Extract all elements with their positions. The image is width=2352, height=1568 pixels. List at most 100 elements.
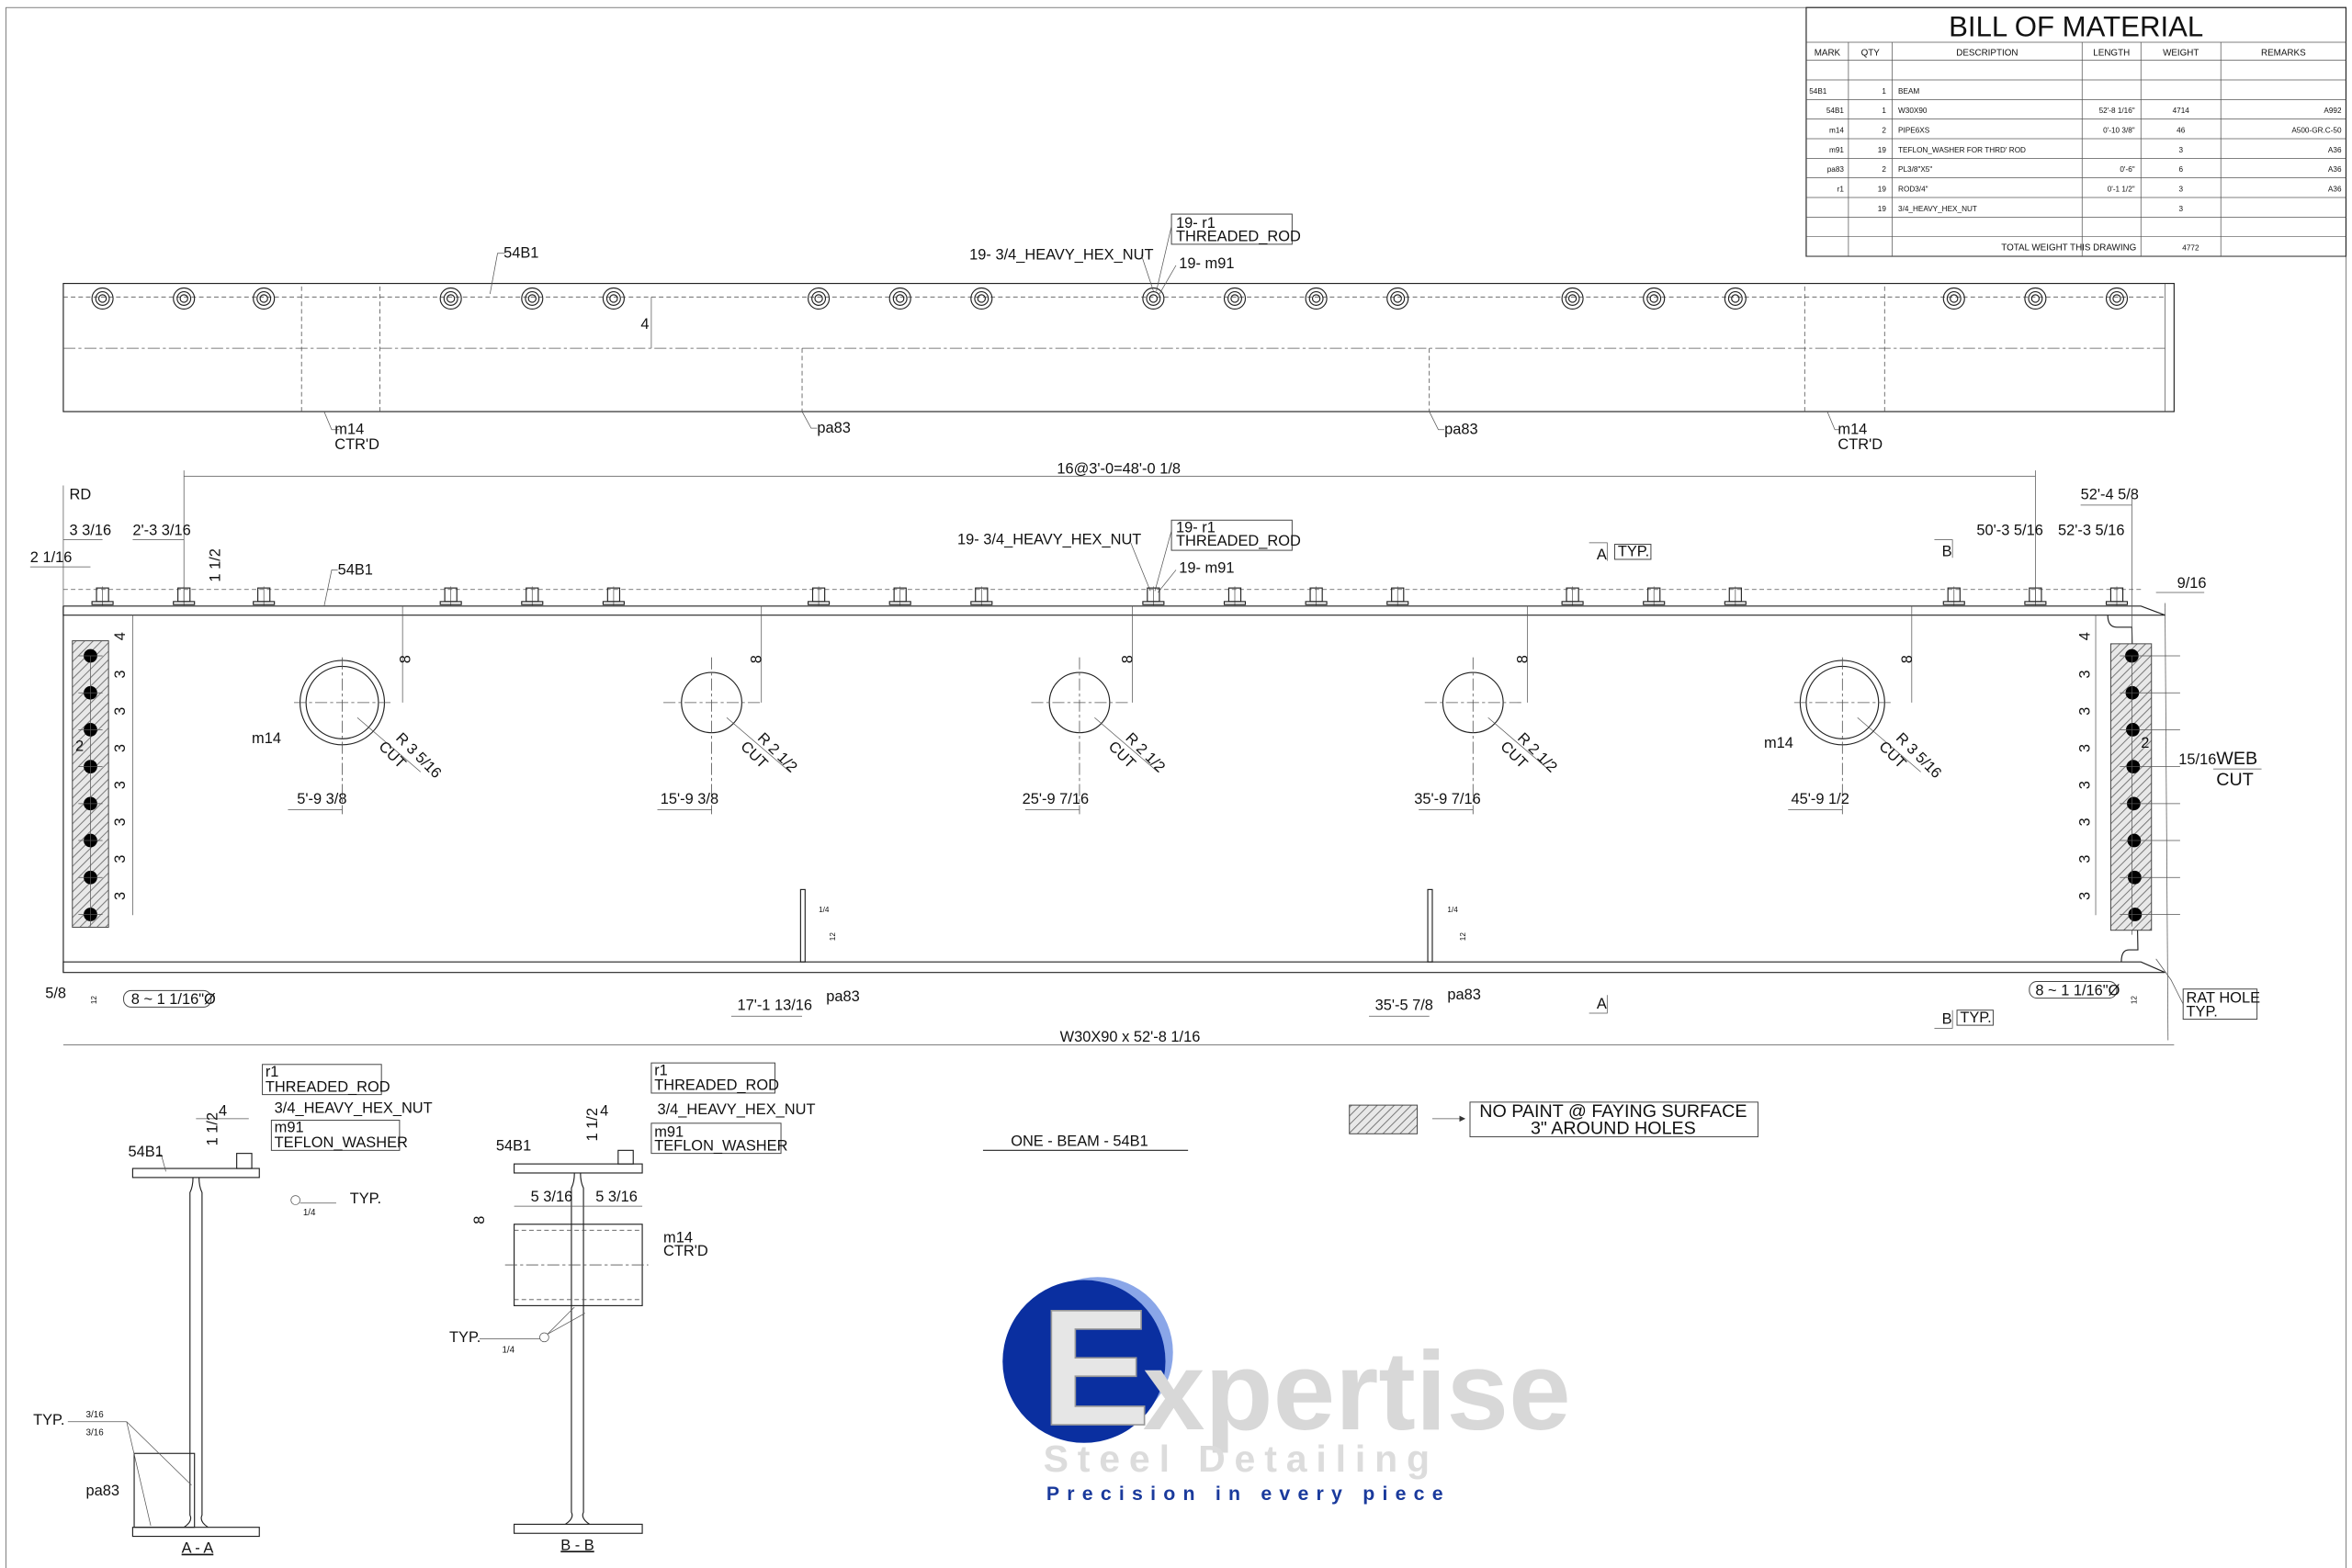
section-a-title: A - A xyxy=(182,1540,214,1557)
bom-description: 3/4_HEAVY_HEX_NUT xyxy=(1898,205,1977,213)
svg-text:m91: m91 xyxy=(275,1120,304,1136)
nut-ring xyxy=(1227,291,1242,306)
svg-text:TYP.: TYP. xyxy=(1960,1010,1991,1026)
plan-rod-callout xyxy=(1170,213,1293,245)
elevation-bolt-icon xyxy=(602,586,625,606)
elevation-view: 16@3'-0=48'-0 1/8 RD 3 3/16 2'-3 3/16 2 … xyxy=(29,460,2262,1045)
bottom-flange xyxy=(62,961,2165,974)
nut-ring xyxy=(811,291,827,306)
elevation-bolt-icon xyxy=(1643,586,1666,606)
washer-ring xyxy=(173,287,196,310)
rod-ring xyxy=(2112,294,2121,303)
plan-bolt-icon xyxy=(2105,287,2129,310)
hole-loc-2: 15'-9 3/8 xyxy=(661,791,718,807)
section-marker-b-top: B xyxy=(1934,539,1953,560)
elev-nut-label: 19- 3/4_HEAVY_HEX_NUT xyxy=(957,532,1141,548)
radius-leader xyxy=(356,717,422,773)
pipe-label-1: m14 xyxy=(252,730,281,747)
svg-text:TYP.: TYP. xyxy=(449,1329,481,1346)
hole-pitch-3: 3 xyxy=(112,744,129,752)
washer-ring xyxy=(1643,287,1666,310)
bolt-spacing-dim: 16@3'-0=48'-0 1/8 xyxy=(1057,460,1181,477)
hole-pitch-3: 3 xyxy=(112,818,129,826)
dim-52-3-5-16: 52'-3 5/16 xyxy=(2058,523,2124,539)
plan-bolt-icon xyxy=(1942,287,1965,310)
hole-callout-right-text: 8 ~ 1 1/16"Ø xyxy=(2035,982,2120,998)
nut-ring xyxy=(1146,291,1161,306)
nut-ring xyxy=(974,291,989,306)
elevation-bolt-icon xyxy=(521,586,544,606)
plan-bolt-icon xyxy=(1724,287,1747,310)
elevation-bolt-icon xyxy=(1386,586,1409,606)
svg-text:CTR'D: CTR'D xyxy=(663,1243,708,1259)
elevation-bolt-icon xyxy=(2105,586,2129,606)
washer xyxy=(1724,601,1747,605)
rod-ring xyxy=(1649,294,1658,303)
hole-pitch-3: 3 xyxy=(112,707,129,716)
plan-beam-outline xyxy=(62,282,2175,412)
bom-qty: 19 xyxy=(1878,146,1887,154)
rod-ring xyxy=(1731,294,1740,303)
rod-ring xyxy=(1393,294,1402,303)
rat-hole-label: RAT HOLE xyxy=(2186,989,2260,1006)
bom-total-weight: 4772 xyxy=(2182,243,2199,252)
bom-qty: 1 xyxy=(1882,107,1886,115)
dim-50-3-5-16: 50'-3 5/16 xyxy=(1976,523,2042,539)
washer-ring xyxy=(521,287,544,310)
weld-size-1: 1/4 xyxy=(819,906,830,914)
logo-wordmark: xpertise xyxy=(1143,1328,1571,1453)
nut-ring xyxy=(1946,291,1962,306)
elevation-bolt-icon xyxy=(970,586,993,606)
hole-pitch-3: 3 xyxy=(112,671,129,679)
svg-text:pa83: pa83 xyxy=(86,1483,119,1499)
plate-label-2: pa83 xyxy=(1447,987,1480,1003)
rod-ring xyxy=(97,294,107,303)
washer-ring xyxy=(91,287,114,310)
elevation-bolt-icon xyxy=(173,586,196,606)
elevation-bolt-icon xyxy=(1942,586,1965,606)
section-a-mark: 54B1 xyxy=(128,1144,163,1160)
plate-label-1: pa83 xyxy=(826,988,859,1005)
rat-hole-callout xyxy=(2182,988,2258,1021)
nut-ring xyxy=(256,291,272,306)
elevation-bolt-icon xyxy=(888,586,911,606)
bom-description: PL3/8"X5" xyxy=(1898,165,1932,174)
svg-text:TEFLON_WASHER: TEFLON_WASHER xyxy=(654,1137,787,1154)
washer xyxy=(521,601,544,605)
section-a-plate xyxy=(133,1452,196,1529)
bom-header-mark: MARK xyxy=(1815,49,1841,59)
rod-ring xyxy=(1950,294,1959,303)
nut-ring xyxy=(525,291,540,306)
washer xyxy=(173,601,196,605)
washer-ring xyxy=(2024,287,2047,310)
plan-pipe-left: m14 xyxy=(334,422,364,438)
plan-ctrd-right: CTR'D xyxy=(1838,436,1883,453)
rod-ring xyxy=(2030,294,2041,303)
svg-text:1/4: 1/4 xyxy=(303,1208,316,1218)
svg-text:TYP.: TYP. xyxy=(1618,544,1649,560)
bom-qty: 2 xyxy=(1882,165,1886,174)
depth-8-4: 8 xyxy=(1514,655,1531,663)
plan-bolt-icon xyxy=(602,287,625,310)
elev-rod-callout xyxy=(1170,519,1293,551)
svg-text:3/4_HEAVY_HEX_NUT: 3/4_HEAVY_HEX_NUT xyxy=(657,1101,815,1118)
elevation-bolt-icon xyxy=(91,586,114,606)
bom-weight: 3 xyxy=(2178,185,2183,193)
hole-pitch-3: 3 xyxy=(2076,781,2093,789)
faying-surface-legend: NO PAINT @ FAYING SURFACE 3" AROUND HOLE… xyxy=(1349,1101,1758,1138)
web-cut-label: CUT xyxy=(2216,770,2253,790)
elevation-bolt-icon xyxy=(2024,586,2047,606)
bom-description: W30X90 xyxy=(1898,107,1928,115)
plan-bolt-icon xyxy=(1142,287,1165,310)
nut-ring xyxy=(443,291,458,306)
plate-pa83-1 xyxy=(799,888,806,963)
svg-text:8: 8 xyxy=(471,1216,488,1224)
washer-ring xyxy=(439,287,462,310)
bom-remarks: A36 xyxy=(2328,146,2342,154)
plan-bolt-icon xyxy=(2024,287,2047,310)
hole-callout-left xyxy=(123,989,212,1008)
hole-callout-right xyxy=(2029,981,2118,999)
rod-ring xyxy=(1230,294,1239,303)
washer xyxy=(253,601,276,605)
